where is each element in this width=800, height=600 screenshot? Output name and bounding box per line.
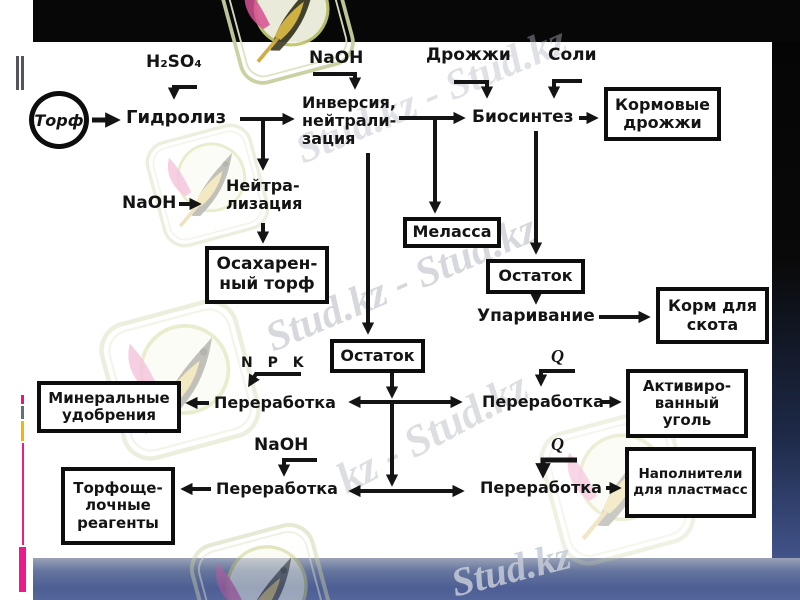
process-evaporation: Упаривание xyxy=(477,306,595,326)
product-plastic-fillers: Наполнители для пластмасс xyxy=(625,447,756,518)
process-inversion-neutralization: Инверсия, нейтрали- зация xyxy=(302,93,397,148)
right-edge-bar xyxy=(772,42,800,558)
bottom-bar xyxy=(33,558,800,600)
product-feed-yeast: Кормовые дрожжи xyxy=(604,87,721,141)
reagent-naoh-top: NaOH xyxy=(309,48,364,68)
reagent-npk: N P K xyxy=(241,355,309,371)
reagent-q-lower: Q xyxy=(551,434,564,454)
accent-dash-yellow xyxy=(21,421,24,441)
accent-dash-slate xyxy=(21,406,24,419)
process-neutralization: Нейтра- лизация xyxy=(226,176,303,213)
reagent-naoh-low: NaOH xyxy=(254,435,309,455)
reagent-q-upper: Q xyxy=(551,346,564,366)
studkz-logo-icon xyxy=(88,288,272,472)
reagent-h2so4: H₂SO₄ xyxy=(146,52,202,72)
arrow-q-processing-right2 xyxy=(535,457,577,479)
pause-marks-icon xyxy=(16,56,26,90)
process-hydrolysis: Гидролиз xyxy=(126,107,227,128)
accent-dash-pink xyxy=(21,395,24,404)
arrow-naoh-processing2 xyxy=(277,458,317,477)
product-peat-alkali-reagents: Торфоще- лочные реагенты xyxy=(61,467,175,545)
arrow-q-processing-right1 xyxy=(534,369,575,387)
top-bar xyxy=(33,0,800,42)
process-biosynthesis: Биосинтез xyxy=(472,107,574,127)
arrow-salts-biosynthesis xyxy=(547,79,582,99)
arrow-naoh-inversion xyxy=(313,72,362,90)
accent-line-pink xyxy=(22,443,24,545)
product-mineral-fertilizers: Минеральные удобрения xyxy=(37,381,181,433)
product-cattle-feed: Корм для скота xyxy=(656,287,769,344)
product-molasses: Меласса xyxy=(403,217,501,248)
process-processing-left-1: Переработка xyxy=(214,393,336,412)
process-processing-left-2: Переработка xyxy=(216,479,338,498)
process-processing-right-1: Переработка xyxy=(482,392,604,411)
product-saccharified-peat: Осахарен- ный торф xyxy=(205,246,329,304)
arrow-npk-processing1 xyxy=(248,372,301,388)
reagent-naoh-mid: NaOH xyxy=(122,193,177,213)
process-processing-right-2: Переработка xyxy=(480,478,602,497)
accent-bar-pink xyxy=(19,547,26,592)
product-activated-carbon: Активиро- ванный уголь xyxy=(626,369,748,438)
product-residue-2: Остаток xyxy=(330,339,425,373)
arrow-yeast-biosynthesis xyxy=(454,80,494,99)
reagent-salts: Соли xyxy=(548,45,597,65)
arrow-h2so4-hydrolysis xyxy=(167,85,197,100)
product-residue-1: Остаток xyxy=(486,259,585,294)
node-peat-source: Торф xyxy=(29,91,89,149)
reagent-yeast: Дрожжи xyxy=(426,45,511,65)
